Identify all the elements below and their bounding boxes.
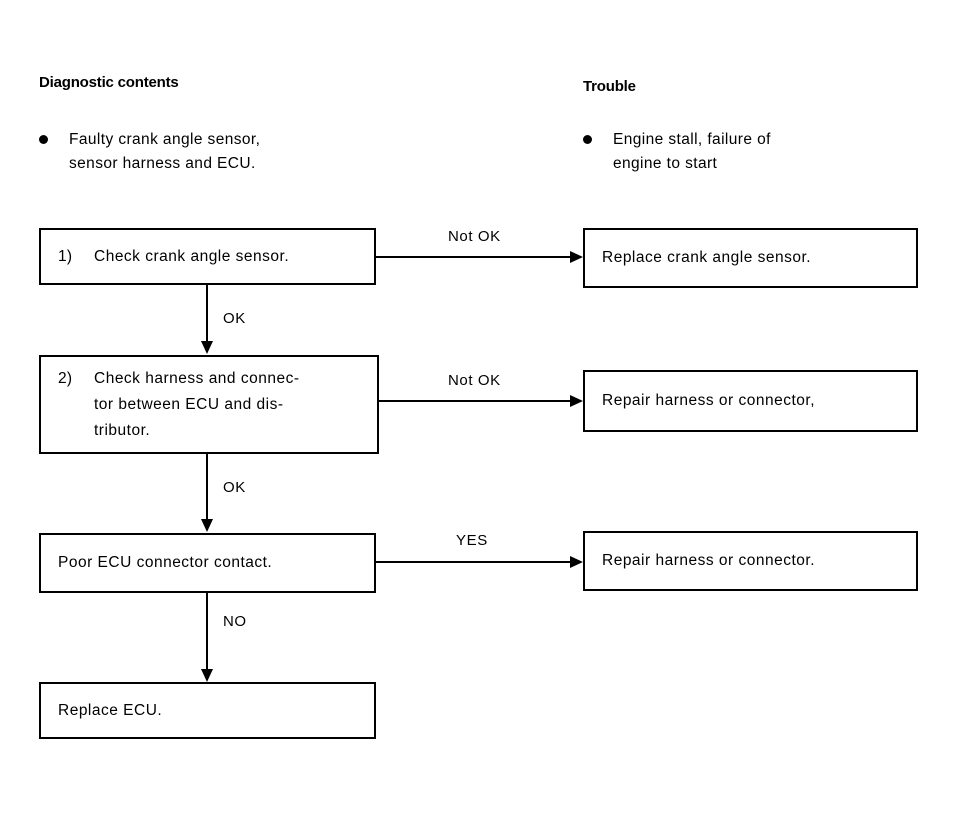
step-1-result-box[interactable]: Replace crank angle sensor. xyxy=(583,228,918,288)
bullet-dot-icon xyxy=(39,135,48,144)
trouble-bullet-item: Engine stall, failure of engine to start xyxy=(583,128,771,176)
step-3-to-final-arrowhead-icon xyxy=(201,669,213,682)
step-2-text: Check harness and connec- tor between EC… xyxy=(94,369,300,439)
step-2-result-text: Repair harness or connector, xyxy=(602,392,816,409)
step-2-to-step-3-line xyxy=(206,454,208,520)
step-3-text: Poor ECU connector contact. xyxy=(58,554,273,571)
final-action-text: Replace ECU. xyxy=(58,701,163,719)
final-action-box[interactable]: Replace ECU. xyxy=(39,682,376,739)
step-1-to-step-2-line xyxy=(206,285,208,342)
step-1-number: 1) xyxy=(58,247,73,265)
step-3-to-final-line xyxy=(206,593,208,670)
step-3-result-text: Repair harness or connector. xyxy=(602,552,816,569)
step-2-result-box[interactable]: Repair harness or connector, xyxy=(583,370,918,432)
step-2-to-step-3-arrowhead-icon xyxy=(201,519,213,532)
step-3-fail-label: NO xyxy=(223,613,247,630)
step-1-branch-arrowhead-icon xyxy=(570,251,583,263)
step-3-branch-label: YES xyxy=(456,532,488,549)
step-1-text: Check crank angle sensor. xyxy=(94,247,290,265)
step-2-branch-label: Not OK xyxy=(448,372,501,389)
step-1-box[interactable]: 1) Check crank angle sensor. xyxy=(39,228,376,285)
step-2-box[interactable]: 2) Check harness and connec- tor between… xyxy=(39,355,379,454)
step-3-result-box[interactable]: Repair harness or connector. xyxy=(583,531,918,591)
step-2-number: 2) xyxy=(58,369,73,387)
step-3-box[interactable]: Poor ECU connector contact. xyxy=(39,533,376,593)
step-3-branch-arrowhead-icon xyxy=(570,556,583,568)
step-1-pass-label: OK xyxy=(223,310,246,327)
step-1-branch-line xyxy=(376,256,572,258)
bullet-dot-icon xyxy=(583,135,592,144)
step-2-branch-arrowhead-icon xyxy=(570,395,583,407)
trouble-heading: Trouble xyxy=(583,78,636,95)
step-2-branch-line xyxy=(379,400,572,402)
step-1-result-text: Replace crank angle sensor. xyxy=(602,249,812,266)
diagnostic-contents-bullet-item: Faulty crank angle sensor, sensor harnes… xyxy=(39,128,260,176)
step-2-pass-label: OK xyxy=(223,479,246,496)
step-1-branch-label: Not OK xyxy=(448,228,501,245)
diagnostic-contents-bullet-text: Faulty crank angle sensor, sensor harnes… xyxy=(69,131,261,172)
step-1-to-step-2-arrowhead-icon xyxy=(201,341,213,354)
trouble-bullet-text: Engine stall, failure of engine to start xyxy=(613,131,771,172)
diagnostic-contents-heading: Diagnostic contents xyxy=(39,74,179,91)
step-3-branch-line xyxy=(376,561,572,563)
